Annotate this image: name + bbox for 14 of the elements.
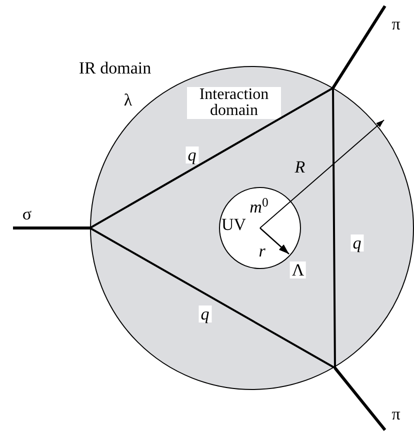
symbol-label: π	[390, 16, 402, 32]
symbol-label: q	[198, 306, 212, 322]
symbol-label: R	[294, 158, 306, 176]
symbol-label: IR domain	[78, 60, 152, 76]
symbol-label: σ	[21, 206, 33, 222]
region-label: Interaction domain	[187, 87, 281, 119]
symbol-label: q	[186, 146, 198, 164]
symbol-label: m$^{0}$	[248, 198, 270, 216]
symbol-label: r	[258, 242, 266, 260]
symbol-label: Λ	[290, 262, 306, 278]
symbol-label: π	[390, 406, 402, 422]
region-label: UV	[222, 216, 246, 232]
symbol-label: λ	[122, 92, 134, 108]
symbol-label: q	[350, 234, 364, 252]
